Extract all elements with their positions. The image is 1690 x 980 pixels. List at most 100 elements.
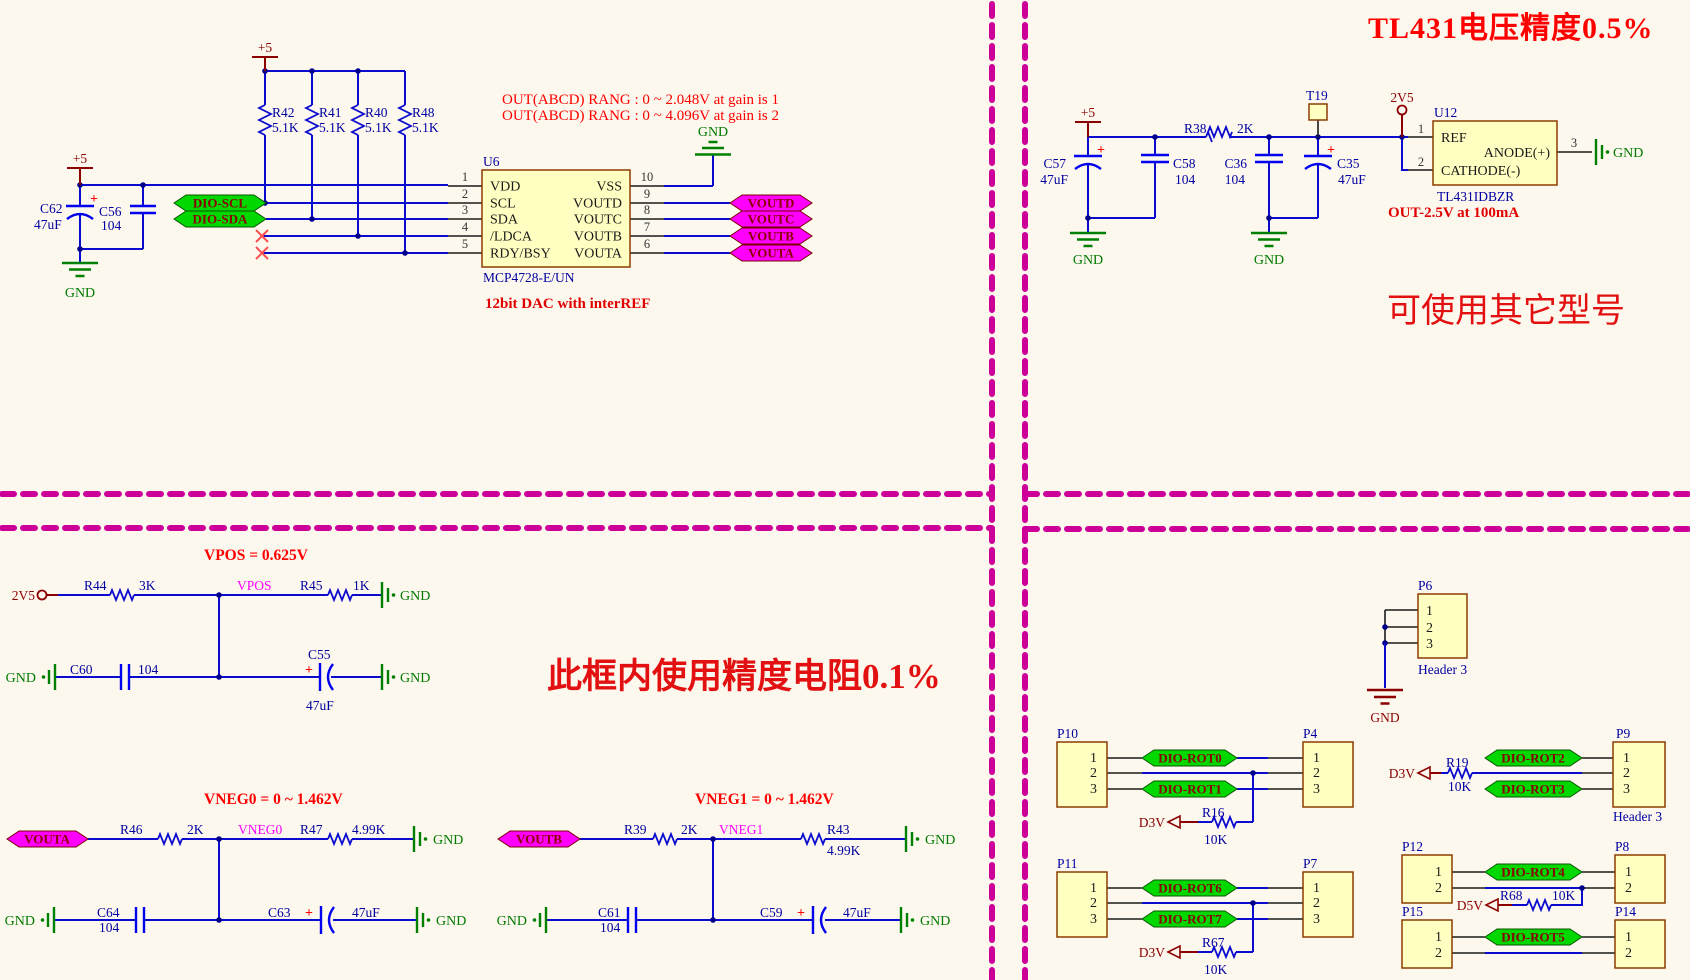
gnd-earth-left[interactable]: GND: [62, 261, 98, 301]
gnd-label: GND: [6, 671, 36, 686]
cap-ref: C64: [97, 905, 120, 920]
power-d3v-r19[interactable]: D3V: [1389, 765, 1448, 781]
net-label-vpos[interactable]: VPOS: [237, 578, 272, 593]
gnd-bars-c55[interactable]: GND: [380, 664, 430, 690]
resistor-value: 5.1K: [365, 120, 392, 135]
resistor-R47[interactable]: R47 4.99K: [300, 822, 386, 847]
gnd-earth-c57[interactable]: GND: [1070, 231, 1106, 268]
resistor-value: 4.99K: [827, 843, 861, 858]
gnd-bars-r43[interactable]: GND: [904, 826, 955, 852]
tl431-title: TL431电压精度0.5%: [1368, 12, 1654, 45]
port-voutd[interactable]: VOUTD: [729, 194, 813, 212]
port-dio-rot7[interactable]: DIO-ROT7: [1141, 910, 1238, 928]
capacitor-C64[interactable]: C64 104: [97, 905, 146, 935]
pin-name: /LDCA: [490, 230, 533, 245]
gnd-earth-c36[interactable]: GND: [1251, 231, 1287, 268]
resistor-R43[interactable]: R43 4.99K: [800, 822, 861, 858]
header-P15[interactable]: P15 1 2: [1401, 904, 1485, 969]
resistor-R68[interactable]: R68 10K: [1500, 888, 1576, 913]
cap-ref: C57: [1043, 156, 1066, 171]
precision-circuit: 此框内使用精度电阻0.1% VPOS = 0.625V 2V5 R44 3K V…: [5, 547, 956, 935]
port-dio-rot3[interactable]: DIO-ROT3: [1484, 780, 1583, 798]
capacitor-C36[interactable]: C36 104: [1224, 153, 1283, 187]
gnd-bars-r45[interactable]: GND: [380, 582, 430, 608]
header-P10[interactable]: P10 1 2 3: [1056, 726, 1142, 808]
resistor-R41[interactable]: R41 5.1K: [303, 104, 346, 136]
capacitor-C59[interactable]: + C59 47uF: [760, 905, 871, 934]
header-P12[interactable]: P12 1 2: [1401, 839, 1485, 904]
header-P7[interactable]: P7 1 2 3: [1268, 856, 1354, 938]
resistor-R38[interactable]: R38 2K: [1184, 121, 1254, 143]
pin-num: 3: [1090, 782, 1097, 797]
gnd-earth-p6[interactable]: GND: [1367, 688, 1403, 725]
port-vouta-in[interactable]: VOUTA: [6, 830, 89, 848]
port-dio-rot5[interactable]: DIO-ROT5: [1484, 928, 1583, 946]
resistor-R48[interactable]: R48 5.1K: [396, 104, 439, 136]
resistor-R42[interactable]: R42 5.1K: [256, 104, 299, 136]
port-dio-rot1[interactable]: DIO-ROT1: [1141, 780, 1238, 798]
port-dio-sda[interactable]: DIO-SDA: [173, 210, 267, 228]
resistor-R67[interactable]: R67 10K: [1202, 935, 1237, 977]
chip-U12[interactable]: U12 1 2 3 REF CATHODE(-) ANODE(+) TL431I…: [1408, 105, 1592, 204]
capacitor-C63[interactable]: + C63 47uF: [268, 905, 380, 934]
capacitor-C56[interactable]: C56 104: [99, 204, 156, 233]
header-P11[interactable]: P11 1 2 3: [1056, 856, 1142, 938]
gnd-bars-c60[interactable]: GND: [6, 664, 57, 690]
plus5-power-left[interactable]: +5: [67, 151, 93, 185]
capacitor-C61[interactable]: C61 104: [598, 905, 638, 935]
capacitor-C58[interactable]: C58 104: [1141, 153, 1196, 187]
port-voutc[interactable]: VOUTC: [729, 210, 813, 228]
resistor-R16[interactable]: R16 10K: [1202, 805, 1237, 847]
capacitor-C35[interactable]: + C35 47uF: [1304, 143, 1366, 187]
power-d5v-r68[interactable]: D5V: [1457, 897, 1527, 913]
gnd-bars-c59[interactable]: GND: [899, 907, 950, 933]
chip-U6[interactable]: U6 1 2 3 4 5 10 9 8 7 6 VDD SCL SDA /LDC…: [448, 154, 664, 285]
pin-num: 2: [1090, 766, 1097, 781]
resistor-value: 4.99K: [352, 822, 386, 837]
gnd-bars-c63[interactable]: GND: [415, 907, 466, 933]
no-connect-marks: [255, 229, 269, 260]
power-d3v-r16[interactable]: D3V: [1139, 814, 1212, 830]
resistor-value: 3K: [139, 578, 156, 593]
header-P6[interactable]: P6 1 2 3 Header 3: [1382, 578, 1468, 688]
terminal-2v5[interactable]: 2V5: [1390, 90, 1414, 137]
port-dio-rot4[interactable]: DIO-ROT4: [1484, 863, 1583, 881]
resistor-R39[interactable]: R39 2K: [624, 822, 698, 847]
plus5-power-tl431[interactable]: +5: [1075, 105, 1101, 137]
capacitor-C62[interactable]: + C62 47uF: [34, 192, 98, 232]
port-voutb[interactable]: VOUTB: [729, 227, 813, 245]
header-P14[interactable]: P14 1 2: [1582, 904, 1666, 969]
resistor-R46[interactable]: R46 2K: [120, 822, 204, 847]
port-label: DIO-ROT2: [1501, 751, 1565, 766]
gnd-earth-vss[interactable]: GND: [695, 125, 731, 156]
resistor-R19[interactable]: R19 10K: [1446, 755, 1473, 794]
net-label-vneg0[interactable]: VNEG0: [238, 822, 282, 837]
capacitor-C60[interactable]: C60 104: [70, 662, 159, 690]
resistor-R40[interactable]: R40 5.1K: [349, 104, 392, 136]
testpoint-T19[interactable]: T19: [1306, 88, 1328, 137]
port-dio-scl[interactable]: DIO-SCL: [173, 194, 267, 212]
port-dio-rot2[interactable]: DIO-ROT2: [1484, 749, 1583, 767]
header-P4[interactable]: P4 1 2 3: [1268, 726, 1354, 808]
port-dio-rot0[interactable]: DIO-ROT0: [1141, 749, 1238, 767]
gnd-bars-c61[interactable]: GND: [497, 907, 548, 933]
port-label: DIO-ROT0: [1158, 751, 1222, 766]
port-vouta[interactable]: VOUTA: [729, 244, 813, 262]
port-dio-rot6[interactable]: DIO-ROT6: [1141, 879, 1238, 897]
port-voutb-in[interactable]: VOUTB: [497, 830, 581, 848]
cap-value: 47uF: [352, 905, 380, 920]
plus5-power-top[interactable]: +5: [252, 40, 278, 71]
net-label-vneg1[interactable]: VNEG1: [719, 822, 763, 837]
gnd-bars-anode[interactable]: GND: [1594, 139, 1643, 165]
gnd-bars-c64[interactable]: GND: [5, 907, 56, 933]
resistor-R44[interactable]: R44 3K: [84, 578, 156, 603]
terminal-2v5-vpos[interactable]: 2V5: [12, 588, 48, 603]
header-P9[interactable]: P9 1 2 3 Header 3: [1582, 726, 1666, 824]
header-P8[interactable]: P8 1 2: [1582, 839, 1666, 904]
gnd-bars-r47[interactable]: GND: [412, 826, 463, 852]
capacitor-C57[interactable]: + C57 47uF: [1040, 143, 1105, 187]
power-d3v-r67[interactable]: D3V: [1139, 944, 1212, 960]
resistor-R45[interactable]: R45 1K: [300, 578, 370, 603]
capacitor-C55[interactable]: + C55 47uF: [305, 647, 334, 713]
